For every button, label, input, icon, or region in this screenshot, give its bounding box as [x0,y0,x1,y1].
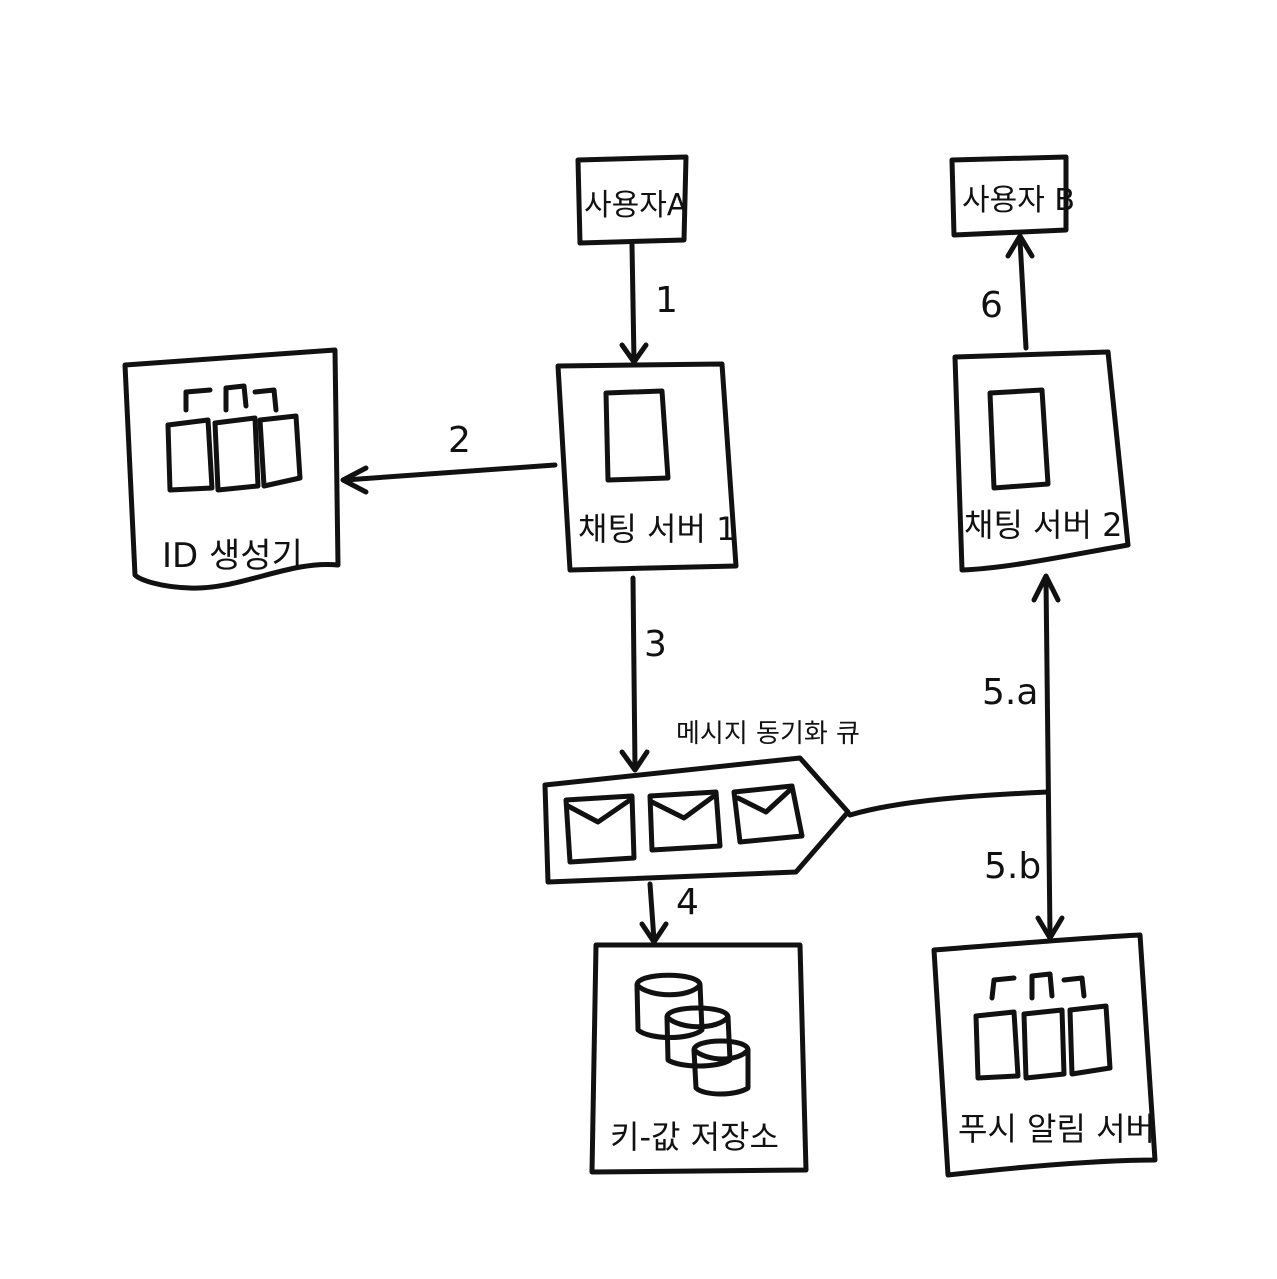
user-b-label: 사용자 B [962,183,1075,218]
user-a-node [575,154,689,246]
chat-server-2-label: 채팅 서버 2 [964,506,1123,544]
arrow-step-3 [619,575,650,773]
id-generator-node [122,347,341,591]
user-a-label: 사용자A [584,188,688,223]
server-cluster-icon [165,383,303,493]
kv-store-label: 키-값 저장소 [610,1118,779,1156]
chat-server-1-label: 채팅 서버 1 [578,510,737,548]
arrow-step-1 [619,242,649,365]
chat-server-1-node [555,361,739,573]
kv-store-node [589,942,809,1175]
step-3-label: 3 [644,624,667,665]
user-b-node [949,154,1069,238]
arrow-step-6 [1005,233,1035,351]
id-generator-label: ID 생성기 [162,536,303,576]
arrow-step-2 [340,462,558,495]
arrow-step-4 [639,881,669,945]
push-server-label: 푸시 알림 서버 [958,1110,1155,1148]
step-6-label: 6 [980,285,1003,326]
server-cluster-icon [973,971,1113,1081]
push-server-node [931,932,1158,1178]
chat-server-2-node [952,349,1131,573]
message-queue-label: 메시지 동기화 큐 [676,719,860,749]
step-5b-label: 5.b [984,846,1042,887]
server-icon [603,388,671,483]
step-4-label: 4 [676,882,699,923]
step-1-label: 1 [655,280,678,321]
queue-message-icons [563,783,805,865]
arrow-step-5 [847,573,1065,941]
database-icon [634,972,751,1097]
server-icon [987,387,1051,491]
message-queue-node [542,755,851,885]
step-5a-label: 5.a [982,672,1039,713]
step-2-label: 2 [448,420,471,461]
